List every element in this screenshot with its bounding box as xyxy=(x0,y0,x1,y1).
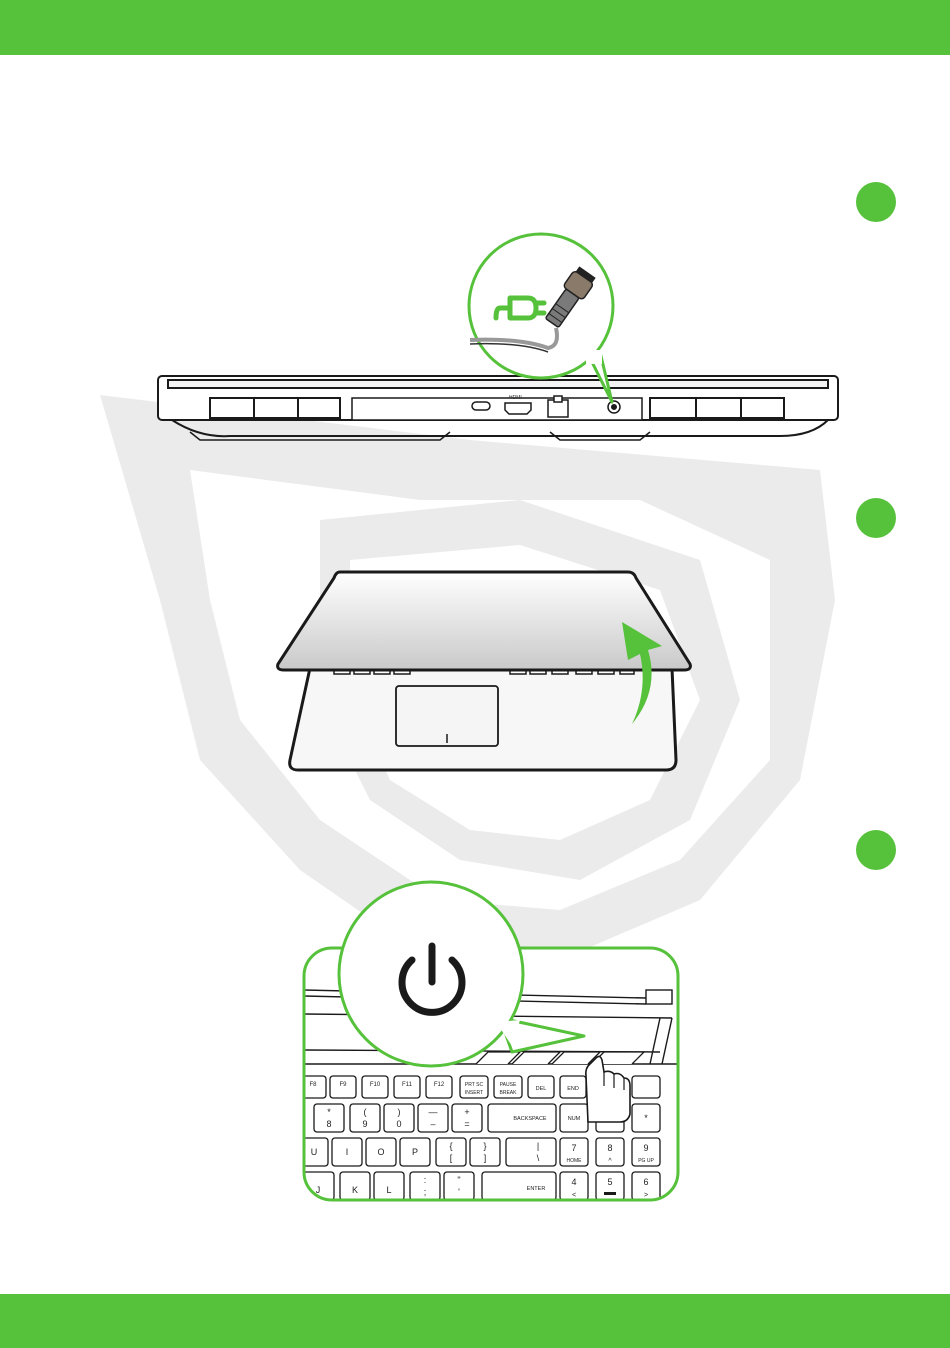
key-numpad-5: 5 xyxy=(607,1177,612,1187)
key-backspace: BACKSPACE xyxy=(513,1116,547,1122)
key-9-top: ( xyxy=(364,1107,367,1117)
key-numpad-star: * xyxy=(644,1113,648,1123)
key-backslash-top: | xyxy=(537,1141,539,1151)
key-insert: INSERT xyxy=(465,1090,483,1096)
key-bracket-close-top: } xyxy=(483,1141,486,1151)
key-prtsc: PRT SC xyxy=(465,1082,484,1088)
key-quote-top: " xyxy=(457,1175,460,1185)
key-pause: PAUSE xyxy=(500,1082,517,1088)
key-colon: : xyxy=(424,1175,427,1185)
key-enter: ENTER xyxy=(527,1186,546,1192)
key-break: BREAK xyxy=(500,1090,518,1096)
key-f12: F12 xyxy=(434,1082,445,1088)
key-equals: = xyxy=(464,1119,469,1129)
key-quote: ' xyxy=(458,1187,460,1197)
key-i: I xyxy=(346,1147,349,1157)
key-k: K xyxy=(352,1185,358,1195)
key-equals-top: + xyxy=(464,1107,469,1117)
key-end: END xyxy=(567,1086,579,1092)
key-left: < xyxy=(572,1192,576,1199)
key-8-top: * xyxy=(327,1107,331,1117)
key-f11: F11 xyxy=(402,1082,413,1088)
key-home: HOME xyxy=(567,1158,583,1164)
key-numpad-6: 6 xyxy=(643,1177,648,1187)
key-u: U xyxy=(311,1147,318,1157)
key-0: 0 xyxy=(396,1119,401,1129)
key-8: 8 xyxy=(326,1119,331,1129)
key-f8: F8 xyxy=(309,1082,317,1088)
key-bracket-open-top: { xyxy=(449,1141,452,1151)
key-9: 9 xyxy=(362,1119,367,1129)
key-numpad-4: 4 xyxy=(571,1177,576,1187)
key-semicolon: ; xyxy=(424,1187,427,1197)
key-num: NUM xyxy=(568,1116,581,1122)
key-numpad-7: 7 xyxy=(571,1143,576,1153)
key-right: > xyxy=(644,1192,648,1199)
key-del: DEL xyxy=(536,1086,547,1092)
key-5-bump xyxy=(604,1192,616,1195)
key-l: L xyxy=(386,1185,391,1195)
bottom-green-band xyxy=(0,1294,950,1348)
key-o: O xyxy=(377,1147,384,1157)
key-minus-top: — xyxy=(429,1107,438,1117)
key-numpad-9: 9 xyxy=(643,1143,648,1153)
key-p: P xyxy=(412,1147,418,1157)
key-numpad-8: 8 xyxy=(607,1143,612,1153)
key-0-top: ) xyxy=(398,1107,401,1117)
key-minus: – xyxy=(430,1119,435,1129)
key-bracket-close: ] xyxy=(484,1153,487,1163)
key-pgup: PG UP xyxy=(638,1158,654,1164)
key-f10: F10 xyxy=(370,1082,381,1088)
key-f9: F9 xyxy=(339,1082,347,1088)
